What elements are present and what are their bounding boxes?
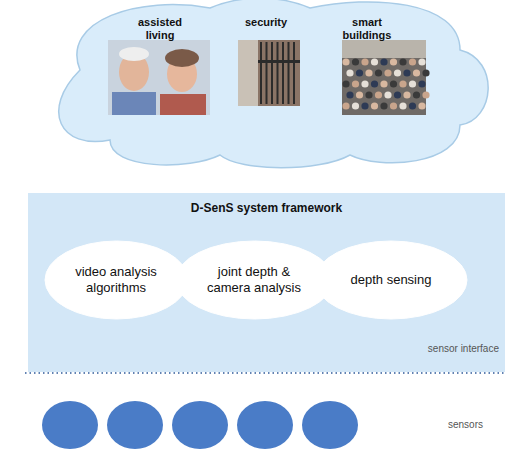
component-ellipse: depth sensing: [314, 240, 468, 320]
sensor-circle: [107, 401, 163, 449]
person: [399, 102, 406, 109]
sensor-circle: [302, 401, 358, 449]
person: [371, 58, 378, 65]
gate-bar: [288, 42, 290, 104]
framework-band: D-SenS system framework sensor interface v…: [28, 193, 505, 372]
person: [384, 69, 391, 76]
person: [361, 58, 368, 65]
person: [380, 102, 387, 109]
photo-bg: [108, 40, 210, 115]
gate-bar: [260, 42, 262, 104]
gate-bar: [293, 42, 295, 104]
sensors-label: sensors: [448, 419, 483, 431]
person: [380, 58, 387, 65]
person: [356, 69, 363, 76]
person: [399, 80, 406, 87]
person: [390, 58, 397, 65]
person: [346, 69, 353, 76]
person: [371, 80, 378, 87]
framework-title: D-SenS system framework: [28, 201, 505, 215]
ceiling: [342, 40, 426, 58]
application-cloud: assisted living security smart buildings: [40, 0, 490, 168]
gate-bar: [266, 42, 268, 104]
ellipse-text-block: joint depth & camera analysis: [200, 264, 309, 295]
person: [375, 91, 382, 98]
person: [418, 102, 425, 109]
person: [409, 58, 416, 65]
person: [380, 80, 387, 87]
person: [422, 91, 429, 98]
person: [352, 58, 359, 65]
person: [365, 69, 372, 76]
person: [390, 80, 397, 87]
person: [375, 69, 382, 76]
component-ellipse: joint depth & camera analysis: [175, 240, 334, 320]
component-label: video analysis algorithms: [67, 264, 166, 295]
person: [352, 80, 359, 87]
person: [361, 102, 368, 109]
photo-bg: [238, 40, 300, 106]
cloud-shape: [59, 0, 488, 168]
person: [384, 91, 391, 98]
person: [371, 102, 378, 109]
person: [361, 80, 368, 87]
gate-photo: [238, 40, 300, 106]
ellipse-shape: [45, 241, 188, 319]
gate-bar: [282, 42, 284, 104]
sensor-circle: [172, 401, 228, 449]
person: [409, 102, 416, 109]
person: [403, 91, 410, 98]
person: [418, 80, 425, 87]
ellipse-shape: [176, 241, 333, 319]
wall: [238, 40, 258, 106]
person: [342, 80, 349, 87]
gate-bar: [277, 42, 279, 104]
person: [409, 80, 416, 87]
category-label: security: [228, 16, 304, 29]
ellipse-shape: [315, 241, 467, 319]
gate-rail: [258, 60, 300, 63]
person: [418, 58, 425, 65]
hair: [165, 49, 199, 67]
person: [346, 91, 353, 98]
person: [399, 58, 406, 65]
gate-bar: [271, 42, 273, 104]
person: [413, 69, 420, 76]
shirt: [160, 94, 206, 115]
component-label: depth sensing: [339, 272, 444, 288]
person: [365, 91, 372, 98]
person: [342, 102, 349, 109]
person: [352, 102, 359, 109]
person: [394, 69, 401, 76]
category-label: assisted living: [125, 16, 195, 42]
person: [356, 91, 363, 98]
photo-bg: [342, 40, 426, 115]
person: [422, 69, 429, 76]
component-label: joint depth & camera analysis: [200, 264, 309, 295]
person: [403, 69, 410, 76]
person: [342, 58, 349, 65]
sensor-circle: [42, 401, 98, 449]
person: [390, 102, 397, 109]
ellipse-text-block: video analysis algorithms: [67, 264, 166, 295]
hair: [119, 47, 149, 61]
ellipse-text-block: depth sensing: [339, 272, 444, 288]
person: [413, 91, 420, 98]
couple-photo: [108, 40, 210, 115]
person: [394, 91, 401, 98]
category-label: smart buildings: [332, 16, 402, 42]
crowd-photo: [342, 40, 430, 115]
sensor-circle: [237, 401, 293, 449]
shirt: [112, 92, 156, 115]
interface-label: sensor interface: [428, 343, 499, 355]
interface-line: [25, 372, 505, 374]
component-ellipse: video analysis algorithms: [44, 240, 189, 320]
